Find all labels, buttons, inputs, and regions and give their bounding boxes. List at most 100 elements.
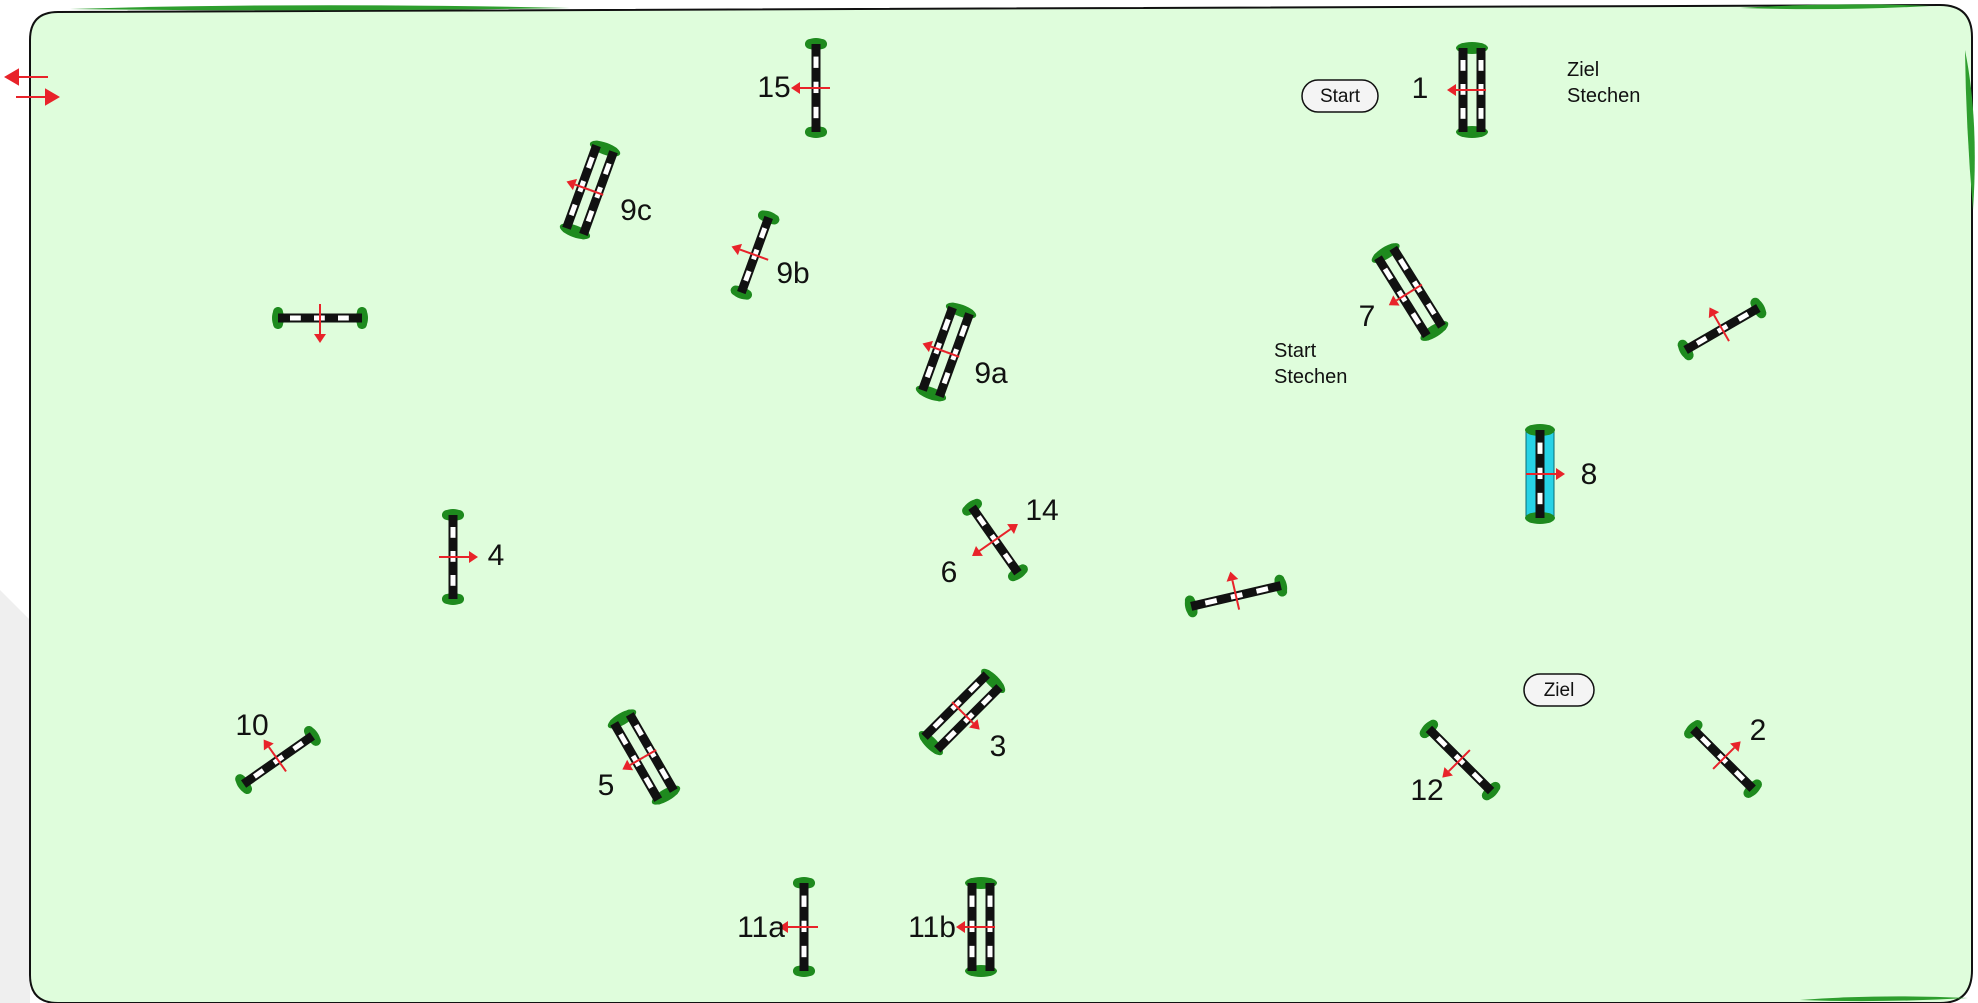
direction-arrow-line xyxy=(1447,759,1461,773)
direction-arrow-line xyxy=(574,183,591,191)
pole-stripe xyxy=(980,694,993,706)
pole-stripe xyxy=(1002,552,1013,564)
pole-stripe xyxy=(942,318,951,331)
jump-number-label: 12 xyxy=(1410,774,1443,807)
direction-arrow-line xyxy=(978,527,1012,553)
pole-stripe xyxy=(1382,267,1394,281)
jump-number-label: 1 xyxy=(1412,72,1429,105)
jump-number-label: 9b xyxy=(776,257,809,290)
jump-number-label: 9a xyxy=(974,357,1008,390)
jump-number-label: 8 xyxy=(1581,458,1598,491)
pole-stripe xyxy=(932,717,945,729)
jump-number-label: 15 xyxy=(757,71,790,104)
direction-arrow-tail xyxy=(589,189,604,196)
jump-stand xyxy=(1683,350,1694,361)
pole-stripe xyxy=(1733,769,1746,782)
jump-number-label: 10 xyxy=(235,709,268,742)
vertical-jump-icon xyxy=(1677,297,1767,361)
direction-arrow-tail xyxy=(754,254,769,261)
jump-stand xyxy=(1750,297,1761,308)
direction-arrow-tail xyxy=(1721,328,1730,342)
jump-stand xyxy=(1419,728,1430,739)
pole-stripe xyxy=(1460,60,1466,71)
jump-stand xyxy=(730,285,741,296)
pole-stripe xyxy=(252,768,265,779)
pole-stripe xyxy=(941,371,951,385)
direction-arrow-head xyxy=(1708,307,1720,319)
pole-stripe xyxy=(450,575,456,586)
direction-arrow-head xyxy=(314,334,326,343)
pole-stripe xyxy=(643,776,654,789)
direction-arrow-head xyxy=(922,340,934,353)
pole-stripe xyxy=(801,895,807,907)
jump-stand xyxy=(1490,781,1501,792)
jumpoff-start-label-line2: Stechen xyxy=(1274,366,1347,388)
vertical-jump-icon xyxy=(1419,719,1501,801)
pole-stripe xyxy=(1425,302,1437,316)
pole-stripe xyxy=(958,324,968,338)
jump-stand xyxy=(769,214,780,225)
vertical-jump-icon xyxy=(235,725,321,795)
direction-arrow-tail xyxy=(1459,749,1471,761)
vertical-jump-icon xyxy=(962,498,1028,582)
pole-stripe xyxy=(602,162,612,176)
jump-number-label: 6 xyxy=(941,556,958,589)
jump-number-label: 11b xyxy=(908,911,956,944)
pole-stripe xyxy=(801,945,807,958)
direction-arrow-head xyxy=(1007,523,1018,535)
jumpoff-finish-label-line2: Stechen xyxy=(1567,85,1640,107)
jump-stand xyxy=(1526,513,1537,523)
pole-stripe xyxy=(1478,60,1484,71)
pole-stripe xyxy=(968,681,980,694)
direction-arrow-head xyxy=(566,178,578,191)
jump-stand xyxy=(303,725,314,736)
pole-stripe xyxy=(1537,492,1543,505)
pole-stripe xyxy=(292,740,305,752)
oxer-jump-icon xyxy=(915,302,977,402)
pole-stripe xyxy=(813,56,819,68)
pole-stripe xyxy=(987,895,993,907)
border-hedge xyxy=(70,4,1975,1002)
direction-arrow-line xyxy=(739,248,756,256)
pole-stripe xyxy=(987,945,993,958)
vertical-jump-icon xyxy=(791,38,830,138)
jump-number-label: 11a xyxy=(737,911,785,944)
direction-arrow-line xyxy=(930,345,947,353)
oxer-jump-icon xyxy=(1371,243,1449,341)
jump-number-label: 9c xyxy=(620,194,652,227)
jump-stand xyxy=(1526,425,1537,435)
finish-marker: Ziel xyxy=(1523,673,1595,707)
direction-arrow-head xyxy=(263,739,274,751)
direction-arrow-head xyxy=(969,719,980,730)
pole-stripe xyxy=(813,106,819,119)
direction-arrow-head xyxy=(1388,295,1400,306)
direction-arrow-tail xyxy=(951,701,963,713)
direction-arrow-line xyxy=(961,711,975,725)
water-jump-icon xyxy=(1525,424,1565,524)
pole-stripe xyxy=(743,270,752,282)
jump-number-label: 7 xyxy=(1359,300,1376,333)
pole-stripe xyxy=(586,156,595,169)
direction-arrow-line xyxy=(1722,746,1736,760)
jump-number-label: 2 xyxy=(1750,714,1767,747)
pole-stripe xyxy=(338,315,349,321)
vertical-jump-icon xyxy=(779,877,818,977)
direction-arrow-head xyxy=(622,759,634,771)
direction-arrow-head xyxy=(731,243,743,256)
vertical-jump-icon xyxy=(439,509,478,605)
start-label: Start xyxy=(1320,86,1361,107)
direction-arrow-line xyxy=(1713,314,1723,330)
pole-stripe xyxy=(1460,108,1466,119)
pole-stripe xyxy=(1478,108,1484,119)
pole-stripe xyxy=(585,209,595,223)
pole-stripe xyxy=(969,945,975,958)
jump-stand xyxy=(1543,513,1554,523)
direction-arrow-head xyxy=(1226,571,1239,582)
pole-stripe xyxy=(1695,335,1708,346)
pole-stripe xyxy=(945,729,957,742)
jump-stand xyxy=(1017,564,1028,575)
direction-arrow-head xyxy=(1447,84,1456,96)
pole-stripe xyxy=(290,315,301,321)
arena-outline xyxy=(29,3,1973,1003)
